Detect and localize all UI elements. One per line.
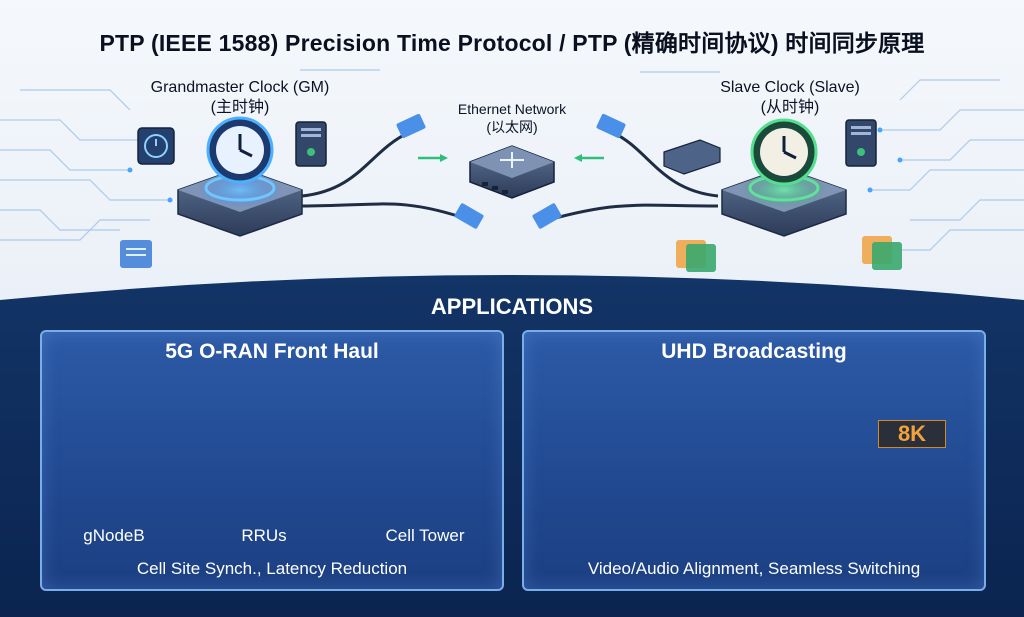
grandmaster-label: Grandmaster Clock (GM) (主时钟) bbox=[130, 78, 350, 118]
data-card-icon bbox=[120, 240, 152, 268]
data-card-icon bbox=[676, 236, 902, 272]
slave-label: Slave Clock (Slave) (从时钟) bbox=[690, 78, 890, 118]
timer-panel-icon bbox=[137, 127, 175, 165]
gnodeb-label: gNodeB bbox=[83, 526, 145, 545]
sync-arrows bbox=[418, 154, 604, 162]
network-label-en: Ethernet Network bbox=[457, 101, 567, 117]
network-label-zh: (以太网) bbox=[486, 119, 538, 135]
network-switch-icon bbox=[469, 145, 555, 199]
cell-tower-label: Cell Tower bbox=[385, 526, 465, 545]
ethernet-plug-icon bbox=[396, 113, 626, 229]
applications-heading: APPLICATIONS bbox=[430, 294, 594, 319]
gm-clock-icon bbox=[206, 116, 274, 184]
slave-label-zh: (从时钟) bbox=[760, 99, 820, 116]
grandmaster-label-en: Grandmaster Clock (GM) bbox=[150, 79, 330, 96]
ethernet-cables bbox=[301, 130, 719, 222]
slave-label-en: Slave Clock (Slave) bbox=[720, 79, 860, 96]
slave-server-icon bbox=[845, 119, 877, 167]
oran-panel bbox=[40, 330, 504, 591]
page-title: PTP (IEEE 1588) Precision Time Protocol … bbox=[99, 30, 925, 56]
uhd-panel-title: UHD Broadcasting bbox=[661, 340, 847, 363]
uhd-caption: Video/Audio Alignment, Seamless Switchin… bbox=[587, 559, 921, 578]
grandmaster-label-zh: (主时钟) bbox=[210, 99, 270, 116]
network-label: Ethernet Network (以太网) bbox=[420, 100, 604, 136]
slave-clock-icon bbox=[750, 118, 818, 186]
rrus-label: RRUs bbox=[241, 526, 287, 545]
uhd-panel bbox=[522, 330, 986, 591]
8k-badge: 8K bbox=[878, 420, 946, 448]
oran-panel-title: 5G O-RAN Front Haul bbox=[165, 340, 379, 363]
gm-server-icon bbox=[295, 121, 327, 167]
oran-caption: Cell Site Synch., Latency Reduction bbox=[136, 559, 408, 578]
slave-switch-icon bbox=[663, 139, 721, 175]
